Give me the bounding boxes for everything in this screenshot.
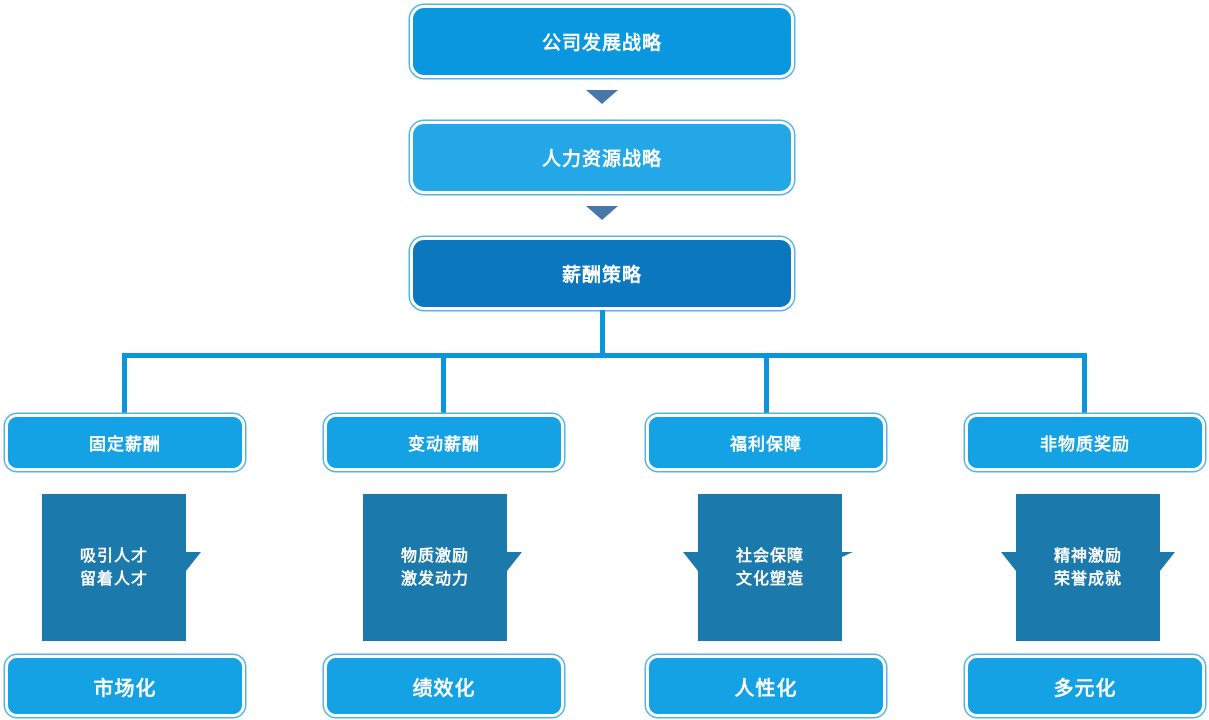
callout-line2: 文化塑造: [735, 570, 804, 588]
connector-drop: [764, 353, 769, 414]
callout-tail-left-icon: [1001, 552, 1016, 571]
connector-drop: [122, 353, 127, 414]
branch-callout: 社会保障 文化塑造: [683, 494, 853, 641]
connector-stem: [600, 310, 605, 355]
branch-result-label: 人性化: [734, 677, 798, 700]
callout-tail-right-icon: [507, 552, 522, 571]
callout-line1: 精神激励: [1053, 547, 1122, 565]
branch-header-label: 福利保障: [730, 435, 802, 454]
callout-line1: 物质激励: [400, 547, 469, 565]
callout-tail-right-icon: [1160, 552, 1175, 571]
branch-result: 多元化: [965, 655, 1205, 717]
branch-header: 变动薪酬: [324, 414, 564, 471]
callout-tail-right-icon: [186, 552, 201, 571]
node-hr-strategy: 人力资源战略: [410, 121, 794, 194]
callout-tail-right-icon: [842, 552, 853, 557]
node-compensation-strategy-label: 薪酬策略: [561, 265, 642, 286]
branch-result-label: 多元化: [1053, 677, 1117, 700]
branch-header: 固定薪酬: [5, 414, 245, 471]
down-arrow-icon: [586, 90, 618, 104]
callout-line2: 留着人才: [79, 570, 148, 588]
connector-drop: [1082, 353, 1087, 414]
branch-header-label: 固定薪酬: [89, 435, 161, 454]
callout-line1: 社会保障: [735, 547, 804, 565]
connector-drop: [441, 353, 446, 414]
branch-callout: 精神激励 荣誉成就: [1001, 494, 1175, 641]
node-compensation-strategy: 薪酬策略: [410, 237, 794, 310]
branch-header: 福利保障: [646, 414, 886, 471]
callout-line2: 激发动力: [400, 570, 469, 588]
branch-result-label: 绩效化: [412, 677, 476, 700]
callout-line1: 吸引人才: [79, 547, 148, 565]
node-hr-strategy-label: 人力资源战略: [541, 149, 662, 170]
branch-result: 市场化: [5, 655, 245, 717]
callout-line2: 荣誉成就: [1053, 570, 1122, 588]
branch-result: 绩效化: [324, 655, 564, 717]
branch-result: 人性化: [646, 655, 886, 717]
connector-hbar: [122, 353, 1087, 358]
branch-callout: 吸引人才 留着人才: [42, 494, 201, 641]
branch-header-label: 非物质奖励: [1040, 435, 1130, 454]
branch-callout: 物质激励 激发动力: [363, 494, 522, 641]
node-company-strategy-label: 公司发展战略: [541, 33, 662, 54]
branch-header-label: 变动薪酬: [408, 435, 480, 454]
branch-header: 非物质奖励: [965, 414, 1205, 471]
down-arrow-icon: [586, 206, 618, 220]
callout-tail-left-icon: [683, 552, 698, 571]
branch-result-label: 市场化: [93, 677, 157, 700]
node-company-strategy: 公司发展战略: [410, 5, 794, 78]
